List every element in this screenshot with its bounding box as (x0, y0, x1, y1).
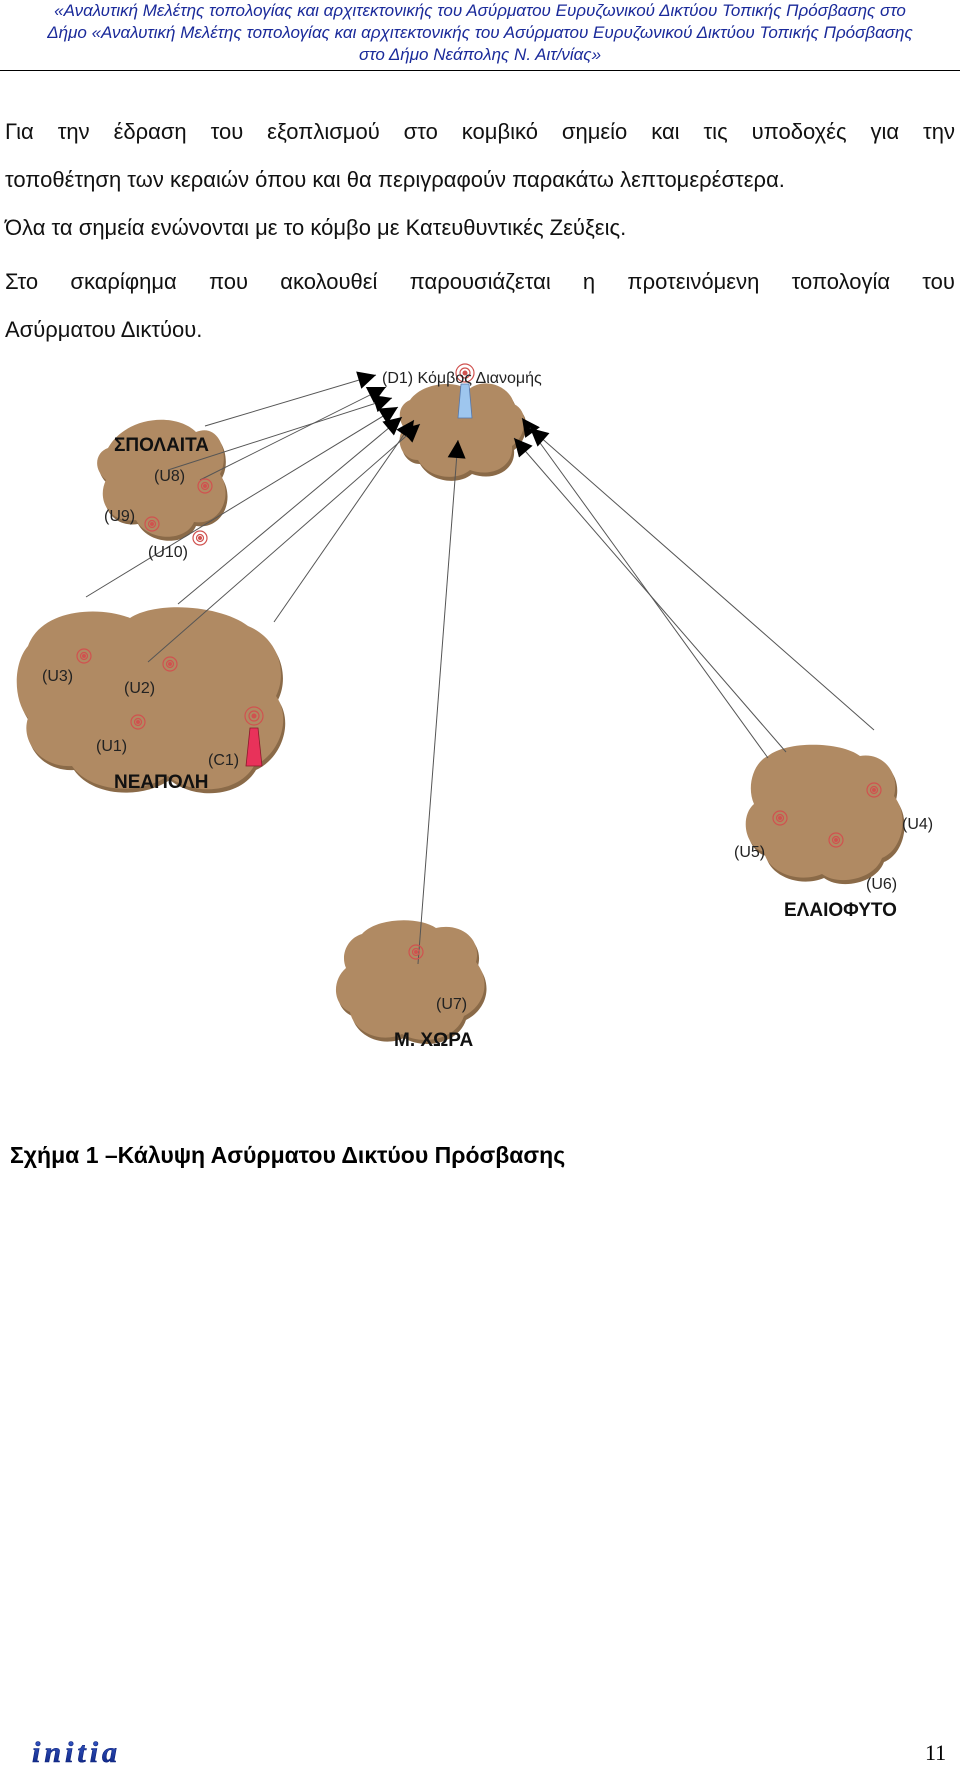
island-m-chora (335, 920, 487, 1044)
figure-caption: Σχήμα 1 –Κάλυψη Ασύρματου Δικτύου Πρόσβα… (10, 1142, 566, 1168)
word: παρουσιάζεται (409, 269, 551, 294)
word: έδραση (113, 119, 187, 144)
word: Στο (5, 269, 39, 294)
place-m-chora: Μ. ΧΩΡΑ (394, 1030, 474, 1051)
island-elaiofyto (745, 744, 905, 885)
word: η (582, 269, 596, 294)
paragraph-2-line-1: Στο σκαρίφημα που ακολουθεί παρουσιάζεται η πρ… (5, 258, 955, 306)
unit-u8-icon (197, 478, 213, 494)
links (85, 371, 875, 965)
antenna-c1-icon (244, 706, 264, 767)
unit-u6-icon (828, 832, 844, 848)
antenna-d1-icon (455, 363, 475, 419)
place-spolaita: ΣΠΟΛΑΙΤΑ (114, 435, 209, 456)
label-u2: (U2) (124, 680, 156, 697)
paragraph-2-line-2: Ασύρματου Δικτύου. (5, 317, 203, 342)
page-number: 11 (925, 1740, 947, 1765)
unit-u5-icon (772, 810, 788, 826)
link-u9 (167, 394, 393, 471)
logo-text: initia (32, 1737, 121, 1767)
word: τοπολογία (791, 269, 891, 294)
word: την (923, 119, 955, 144)
word: εξοπλισμού (267, 119, 380, 144)
link-u1 (147, 423, 421, 663)
word: σκαρίφημα (70, 269, 177, 294)
label-c1: (C1) (208, 752, 240, 769)
label-u7: (U7) (436, 996, 468, 1013)
place-neapoli: ΝΕΑΠΟΛΗ (114, 772, 209, 793)
topology-diagram-canvas (16, 363, 905, 1044)
header-line-3: στο Δήμο Νεάπολης Ν. Αιτ/νίας» (358, 45, 602, 64)
unit-u1-icon (130, 714, 146, 730)
initia-logo: initia (32, 1737, 121, 1767)
link-c1 (273, 419, 415, 623)
word: στο (403, 119, 438, 144)
header-line-1: «Αναλυτική Μελέτης τοπολογίας και αρχιτε… (54, 1, 906, 20)
label-u8: (U8) (154, 468, 186, 485)
paragraph-2: Στο σκαρίφημα που ακολουθεί παρουσιάζεται η πρ… (5, 258, 955, 354)
word: υποδοχές (751, 119, 847, 144)
word: για (870, 119, 900, 144)
label-d1: (D1) Κόμβος Διανομής (382, 370, 542, 387)
word: κομβικό (461, 119, 538, 144)
link-u6 (513, 437, 787, 753)
link-u2 (177, 416, 403, 605)
link-u10 (199, 386, 387, 481)
word: τις (703, 119, 728, 144)
word: Για (5, 119, 34, 144)
link-u4 (529, 427, 875, 731)
label-u1: (U1) (96, 738, 128, 755)
unit-u7-icon (408, 944, 424, 960)
page-header: «Αναλυτική Μελέτης τοπολογίας και αρχιτε… (0, 0, 960, 71)
label-u4: (U4) (902, 816, 934, 833)
paragraph-1-line-2: τοποθέτηση των κεραιών όπου και θα περιγ… (5, 167, 785, 192)
word: σημείο (561, 119, 628, 144)
link-u8 (204, 371, 377, 427)
label-u6: (U6) (866, 876, 898, 893)
unit-u4-icon (866, 782, 882, 798)
island-neapoli (16, 607, 286, 794)
label-u9: (U9) (104, 508, 136, 525)
link-u7 (417, 439, 466, 965)
unit-u2-icon (162, 656, 178, 672)
label-u3: (U3) (42, 668, 74, 685)
label-u10: (U10) (148, 544, 189, 561)
paragraph-1-line-3: Όλα τα σημεία ενώνονται με το κόμβο με Κ… (5, 215, 627, 240)
topology-diagram: (D1) Κόμβος Διανομής ΣΠΟΛΑΙΤΑ (U8) (U9) … (0, 360, 960, 1080)
place-elaiofyto: ΕΛΑΙΟΦΥΤΟ (784, 900, 897, 921)
word: και (651, 119, 680, 144)
unit-u10-icon (192, 530, 208, 546)
word: την (57, 119, 90, 144)
word: ακολουθεί (280, 269, 378, 294)
unit-u3-icon (76, 648, 92, 664)
island-d1 (399, 383, 527, 481)
unit-u9-icon (144, 516, 160, 532)
island-spolaita (97, 419, 228, 541)
word: προτεινόμενη (627, 269, 760, 294)
link-u5 (521, 417, 769, 759)
word: του (210, 119, 244, 144)
word: του (922, 269, 955, 294)
label-u5: (U5) (734, 844, 766, 861)
word: που (208, 269, 249, 294)
link-u3 (85, 406, 399, 598)
header-line-2: Δήμο «Αναλυτική Μελέτης τοπολογίας και α… (47, 23, 913, 42)
